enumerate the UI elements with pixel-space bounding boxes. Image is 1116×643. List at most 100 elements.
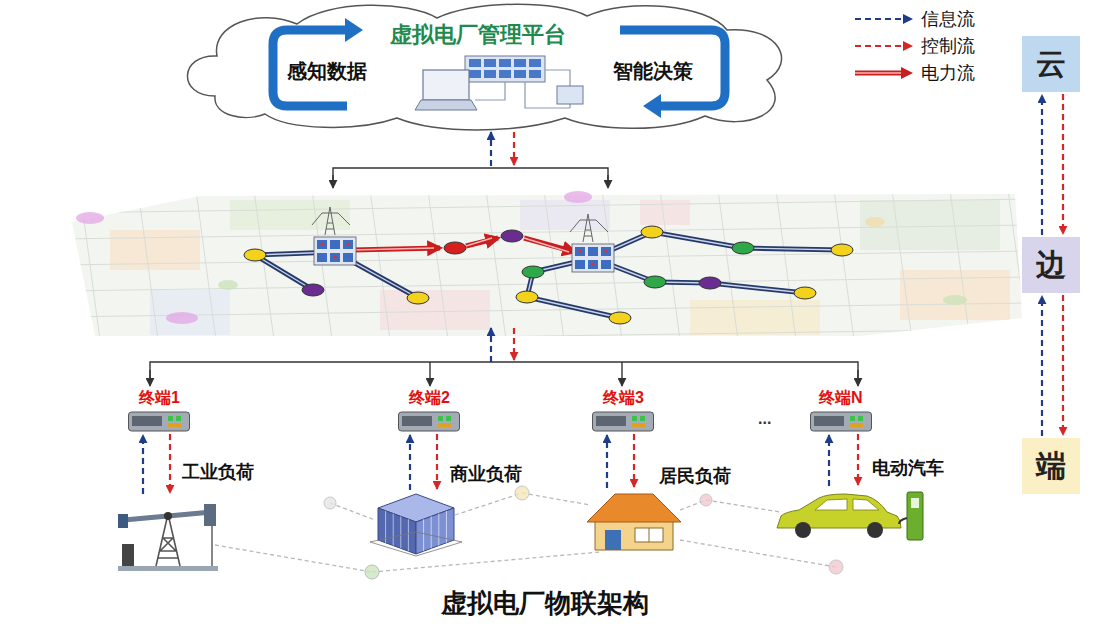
building-window — [400, 516, 401, 548]
grid-node — [609, 312, 631, 324]
grid-line — [710, 283, 805, 293]
load-network-dots — [515, 486, 529, 500]
power-flow-arrow — [466, 238, 498, 246]
terminal-port — [596, 416, 626, 426]
server-unit — [514, 59, 526, 67]
monitor — [423, 70, 469, 100]
grid-map — [60, 190, 1030, 343]
bracket — [150, 362, 858, 380]
map-spots — [76, 191, 967, 324]
pump-tower — [156, 514, 180, 566]
pump-beam — [124, 512, 212, 520]
pump-rod — [211, 526, 212, 566]
cycle-label: 智能决策 — [613, 58, 693, 85]
control-flow-arrow — [1062, 94, 1064, 234]
terminal-label: 终端1 — [139, 388, 180, 409]
bracket-arrow — [621, 362, 622, 386]
platform-cloud: 虚拟电厂管理平台感知数据 智能决策 — [175, 0, 790, 128]
charger-cable — [899, 518, 907, 524]
legend-text: 电力流 — [921, 61, 975, 85]
map-block — [230, 200, 350, 230]
info-flow-arrow — [490, 328, 492, 362]
terminal-led — [168, 416, 173, 421]
platform-title: 虚拟电厂管理平台 — [390, 20, 566, 50]
server-illustration — [415, 56, 583, 110]
grid-node — [444, 242, 466, 254]
map-road — [196, 190, 216, 340]
building-window — [438, 514, 439, 546]
terminal-led — [850, 416, 855, 421]
control-flow-arrow — [633, 434, 635, 487]
legend-arrowhead — [903, 41, 913, 51]
grid-node — [501, 230, 523, 242]
map-road — [138, 190, 158, 340]
tier-box — [1022, 438, 1080, 494]
map-road — [60, 277, 1030, 291]
legend-entry: 控制流 — [853, 32, 975, 59]
server-unit — [514, 70, 526, 78]
grid-line — [255, 255, 313, 290]
map-block — [690, 300, 820, 335]
power-flow-arrow — [352, 248, 440, 250]
edge-terminal-flow — [150, 328, 858, 386]
server-unit — [499, 59, 511, 67]
load-node: 居民负荷 — [585, 490, 683, 552]
map-road — [60, 329, 1030, 343]
car-window — [815, 499, 879, 510]
control-flow-arrow — [436, 434, 438, 489]
server-unit — [484, 59, 496, 67]
load-node: 电动汽车 — [775, 488, 925, 542]
grid-node — [302, 284, 324, 296]
building-window — [393, 514, 394, 546]
server-rack — [465, 56, 545, 82]
terminal-led — [640, 416, 645, 421]
keyboard — [415, 100, 477, 110]
power-flow-arrow — [524, 238, 575, 252]
info-flow-arrow — [409, 435, 411, 490]
terminal-led — [438, 416, 443, 421]
terminal-led — [632, 416, 637, 421]
map-block — [150, 290, 230, 335]
info-flow-arrow — [142, 435, 144, 494]
shape-outline — [775, 488, 925, 542]
terminal-device — [399, 412, 460, 431]
terminal-led — [438, 423, 451, 427]
legend-sample — [853, 12, 915, 26]
cloud-outline — [187, 4, 781, 130]
power-flow-arrow — [524, 238, 569, 252]
control-flow-arrow — [513, 132, 515, 165]
info-flow-arrow — [1041, 95, 1043, 235]
cloud-edge-flow — [333, 132, 608, 188]
tier-box: 云 — [1022, 36, 1080, 92]
load-label: 电动汽车 — [872, 456, 944, 480]
bracket — [333, 168, 608, 186]
map-spots — [76, 212, 104, 224]
map-road — [486, 190, 506, 340]
load-network — [215, 545, 372, 572]
server-unit — [469, 70, 481, 78]
info-flow-arrow — [828, 435, 830, 486]
grid-node — [522, 266, 544, 278]
shape-outline — [585, 490, 683, 552]
map-road — [60, 303, 1030, 317]
caption: 虚拟电厂物联架构 — [0, 586, 1090, 621]
map-road — [950, 190, 970, 340]
grid-node — [641, 226, 663, 238]
server-box — [557, 86, 583, 104]
load-network-dots — [365, 565, 379, 579]
control-flow-arrow — [513, 328, 515, 360]
cycle-label: 感知数据 — [287, 58, 367, 85]
server-unit — [484, 70, 496, 78]
load-network — [330, 503, 375, 520]
legend-entry: 信息流 — [853, 5, 975, 32]
bracket-arrow — [429, 362, 430, 386]
map-road — [370, 190, 390, 340]
grid-line — [255, 255, 313, 290]
load-network — [522, 493, 590, 505]
substation — [312, 207, 356, 265]
legend-sample — [853, 39, 915, 53]
grid-line — [527, 297, 620, 318]
legend-arrowhead — [903, 14, 913, 24]
terminal-node: 终端N — [810, 410, 872, 432]
